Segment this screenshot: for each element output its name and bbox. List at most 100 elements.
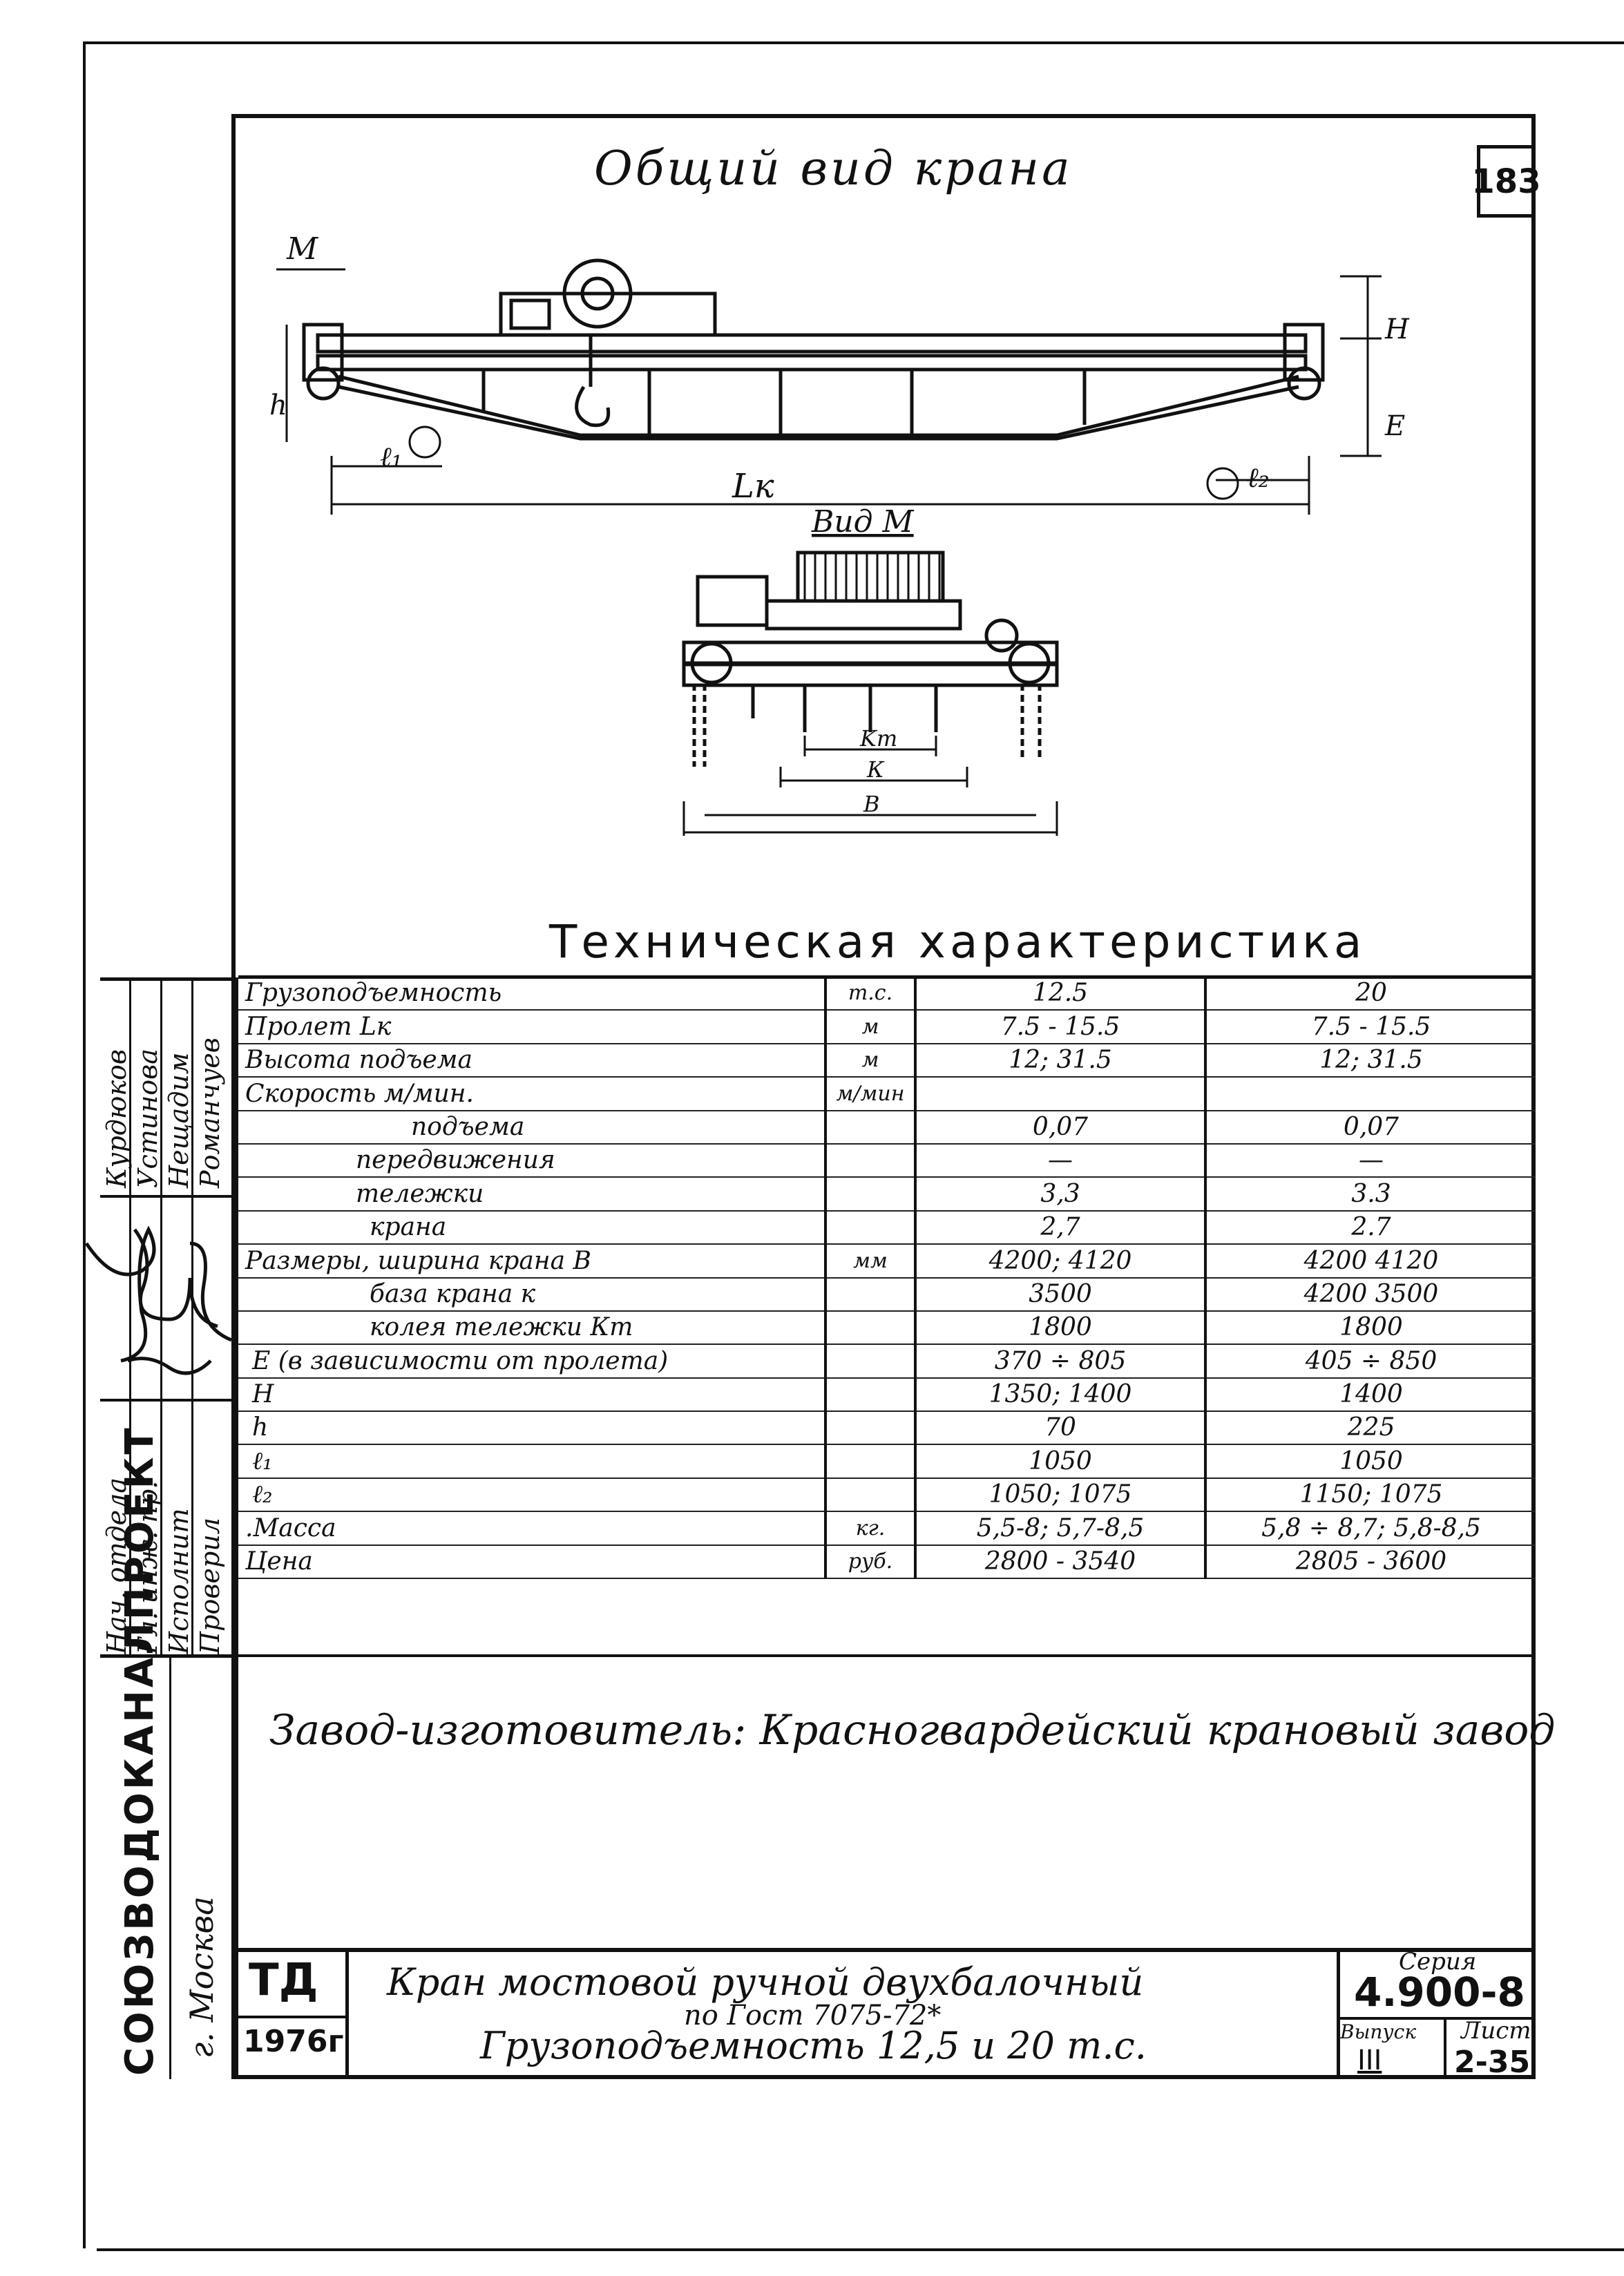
- signer-name-1: Курдюков: [102, 1049, 132, 1188]
- spec-value-12-5: 370 ÷ 805: [915, 1344, 1207, 1379]
- spec-param-name: передвижения: [238, 1143, 827, 1178]
- title-block-line1: Кран мостовой ручной двухбалочный: [387, 1960, 1144, 2004]
- sheet-title: Общий вид крана: [594, 142, 1073, 196]
- spec-unit: [825, 1143, 917, 1178]
- spec-value-12-5: 5,5-8; 5,7-8,5: [915, 1511, 1207, 1546]
- dim-k: К: [866, 756, 885, 783]
- signer-name-4: Романчуев: [195, 1037, 225, 1188]
- spec-unit: [825, 1377, 917, 1413]
- sheet-label: Лист: [1461, 2017, 1531, 2045]
- spec-param-name: ℓ₂: [238, 1478, 827, 1513]
- title-block-series-box: [1337, 1948, 1536, 2079]
- signature-divider-1: [100, 1195, 235, 1198]
- signature-divider-2: [100, 1399, 235, 1402]
- spec-value-12-5: 12.5: [915, 977, 1207, 1011]
- spec-value-12-5: [915, 1077, 1207, 1111]
- spec-unit: [825, 1110, 917, 1145]
- spec-param-name: база крана к: [238, 1277, 827, 1312]
- signer-name-3: Нещадим: [164, 1052, 194, 1188]
- dim-e: E: [1384, 410, 1405, 442]
- spec-param-name: H: [238, 1377, 827, 1413]
- spec-value-12-5: 70: [915, 1411, 1207, 1446]
- spec-unit: [825, 1177, 917, 1212]
- spec-value-20: 225: [1205, 1411, 1536, 1446]
- issue-number: III: [1357, 2045, 1382, 2076]
- dim-kt: Kт: [859, 725, 897, 752]
- spec-value-20: 2805 - 3600: [1205, 1545, 1536, 1580]
- spec-param-name: тележки: [238, 1177, 827, 1212]
- handwritten-signatures: [84, 1225, 232, 1375]
- signature-block: Курдюков Устинова Нещадим Романчуев Нач.…: [84, 977, 238, 1654]
- issue-label: Выпуск: [1340, 2020, 1417, 2043]
- spec-value-12-5: 0,07: [915, 1110, 1207, 1145]
- title-block-top-line: [238, 1948, 1536, 1952]
- spec-value-12-5: 12; 31.5: [915, 1043, 1207, 1078]
- issue-sheet-divider: [1444, 2017, 1446, 2079]
- spec-value-20: 5,8 ÷ 8,7; 5,8-8,5: [1205, 1511, 1536, 1546]
- dim-l1: ℓ₁: [380, 441, 403, 473]
- spec-param-name: Размеры, ширина крана В: [238, 1244, 827, 1279]
- view-marker-m: M: [286, 231, 318, 267]
- sheet-code: 2-35: [1454, 2045, 1531, 2080]
- spec-unit: [825, 1444, 917, 1479]
- spec-value-12-5: 1350; 1400: [915, 1377, 1207, 1413]
- spec-param-name: подъема: [238, 1110, 827, 1145]
- spec-value-20: 2.7: [1205, 1210, 1536, 1245]
- spec-value-20: 3.3: [1205, 1177, 1536, 1212]
- organization-city: г. Москва: [183, 1896, 220, 2058]
- signer-role-2: Гл. инж. пр.: [133, 1480, 163, 1654]
- title-block-code-divider: [238, 2016, 349, 2018]
- organization-strip: СОЮЗВОДОКАНАЛПРОЕКТ г. Москва: [100, 1425, 238, 2079]
- spec-value-12-5: 2,7: [915, 1210, 1207, 1245]
- view-m-title: Вид М: [811, 504, 915, 539]
- spec-value-12-5: 1800: [915, 1310, 1207, 1346]
- spec-value-20: 0,07: [1205, 1110, 1536, 1145]
- spec-param-name: крана: [238, 1210, 827, 1245]
- spec-unit: м: [825, 1043, 917, 1078]
- spec-unit: [825, 1344, 917, 1379]
- manufacturer-divider: [238, 1654, 1536, 1657]
- signer-role-4: Проверил: [195, 1518, 225, 1654]
- signer-name-2: Устинова: [133, 1049, 163, 1188]
- spec-unit: [825, 1478, 917, 1513]
- spec-param-name: Цена: [238, 1545, 827, 1580]
- series-label: Серия: [1399, 1948, 1477, 1976]
- outer-left-border: [83, 41, 86, 2248]
- spec-value-20: 1800: [1205, 1310, 1536, 1346]
- spec-unit: т.с.: [825, 977, 917, 1011]
- spec-param-name: E (в зависимости от пролета): [238, 1344, 827, 1379]
- spec-value-20: 1050: [1205, 1444, 1536, 1479]
- spec-param-name: ℓ₁: [238, 1444, 827, 1479]
- spec-unit: руб.: [825, 1545, 917, 1580]
- spec-value-20: [1205, 1077, 1536, 1111]
- spec-value-20: 20: [1205, 977, 1536, 1011]
- spec-param-name: Скорость м/мин.: [238, 1077, 827, 1111]
- spec-value-20: 12; 31.5: [1205, 1043, 1536, 1078]
- spec-unit: [825, 1310, 917, 1346]
- spec-value-12-5: 3,3: [915, 1177, 1207, 1212]
- spec-title-underline: [238, 975, 1536, 979]
- view-m-drawing: Вид М Kт К В: [682, 504, 1059, 836]
- spec-param-name: колея тележки Кт: [238, 1310, 827, 1346]
- sheet-number: 183: [1471, 145, 1541, 218]
- outer-top-border: [83, 41, 1624, 44]
- spec-value-12-5: 1050: [915, 1444, 1207, 1479]
- dim-b: В: [863, 791, 880, 817]
- spec-value-12-5: 4200; 4120: [915, 1244, 1207, 1279]
- title-block-code: ТД: [249, 1955, 318, 2006]
- spec-value-20: 7.5 - 15.5: [1205, 1010, 1536, 1044]
- spec-title: Техническая характеристика: [549, 915, 1366, 968]
- series-number: 4.900-8: [1354, 1969, 1525, 2016]
